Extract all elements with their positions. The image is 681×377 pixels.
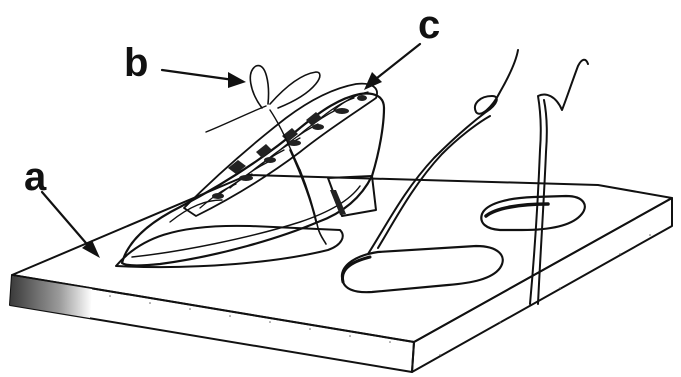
callout-label-a: a <box>24 155 47 199</box>
oval-slot-back <box>481 196 585 230</box>
callout-label-c: c <box>418 3 440 47</box>
callout-arrow-c <box>364 44 420 90</box>
loose-lace-right <box>530 60 588 304</box>
shoe-cutout-slot <box>116 226 343 267</box>
callout-arrow-a <box>42 192 100 258</box>
callout-arrow-b <box>162 70 246 88</box>
loose-lace-left <box>368 50 518 254</box>
oval-slot-front <box>342 246 503 292</box>
callout-label-b: b <box>124 41 148 85</box>
